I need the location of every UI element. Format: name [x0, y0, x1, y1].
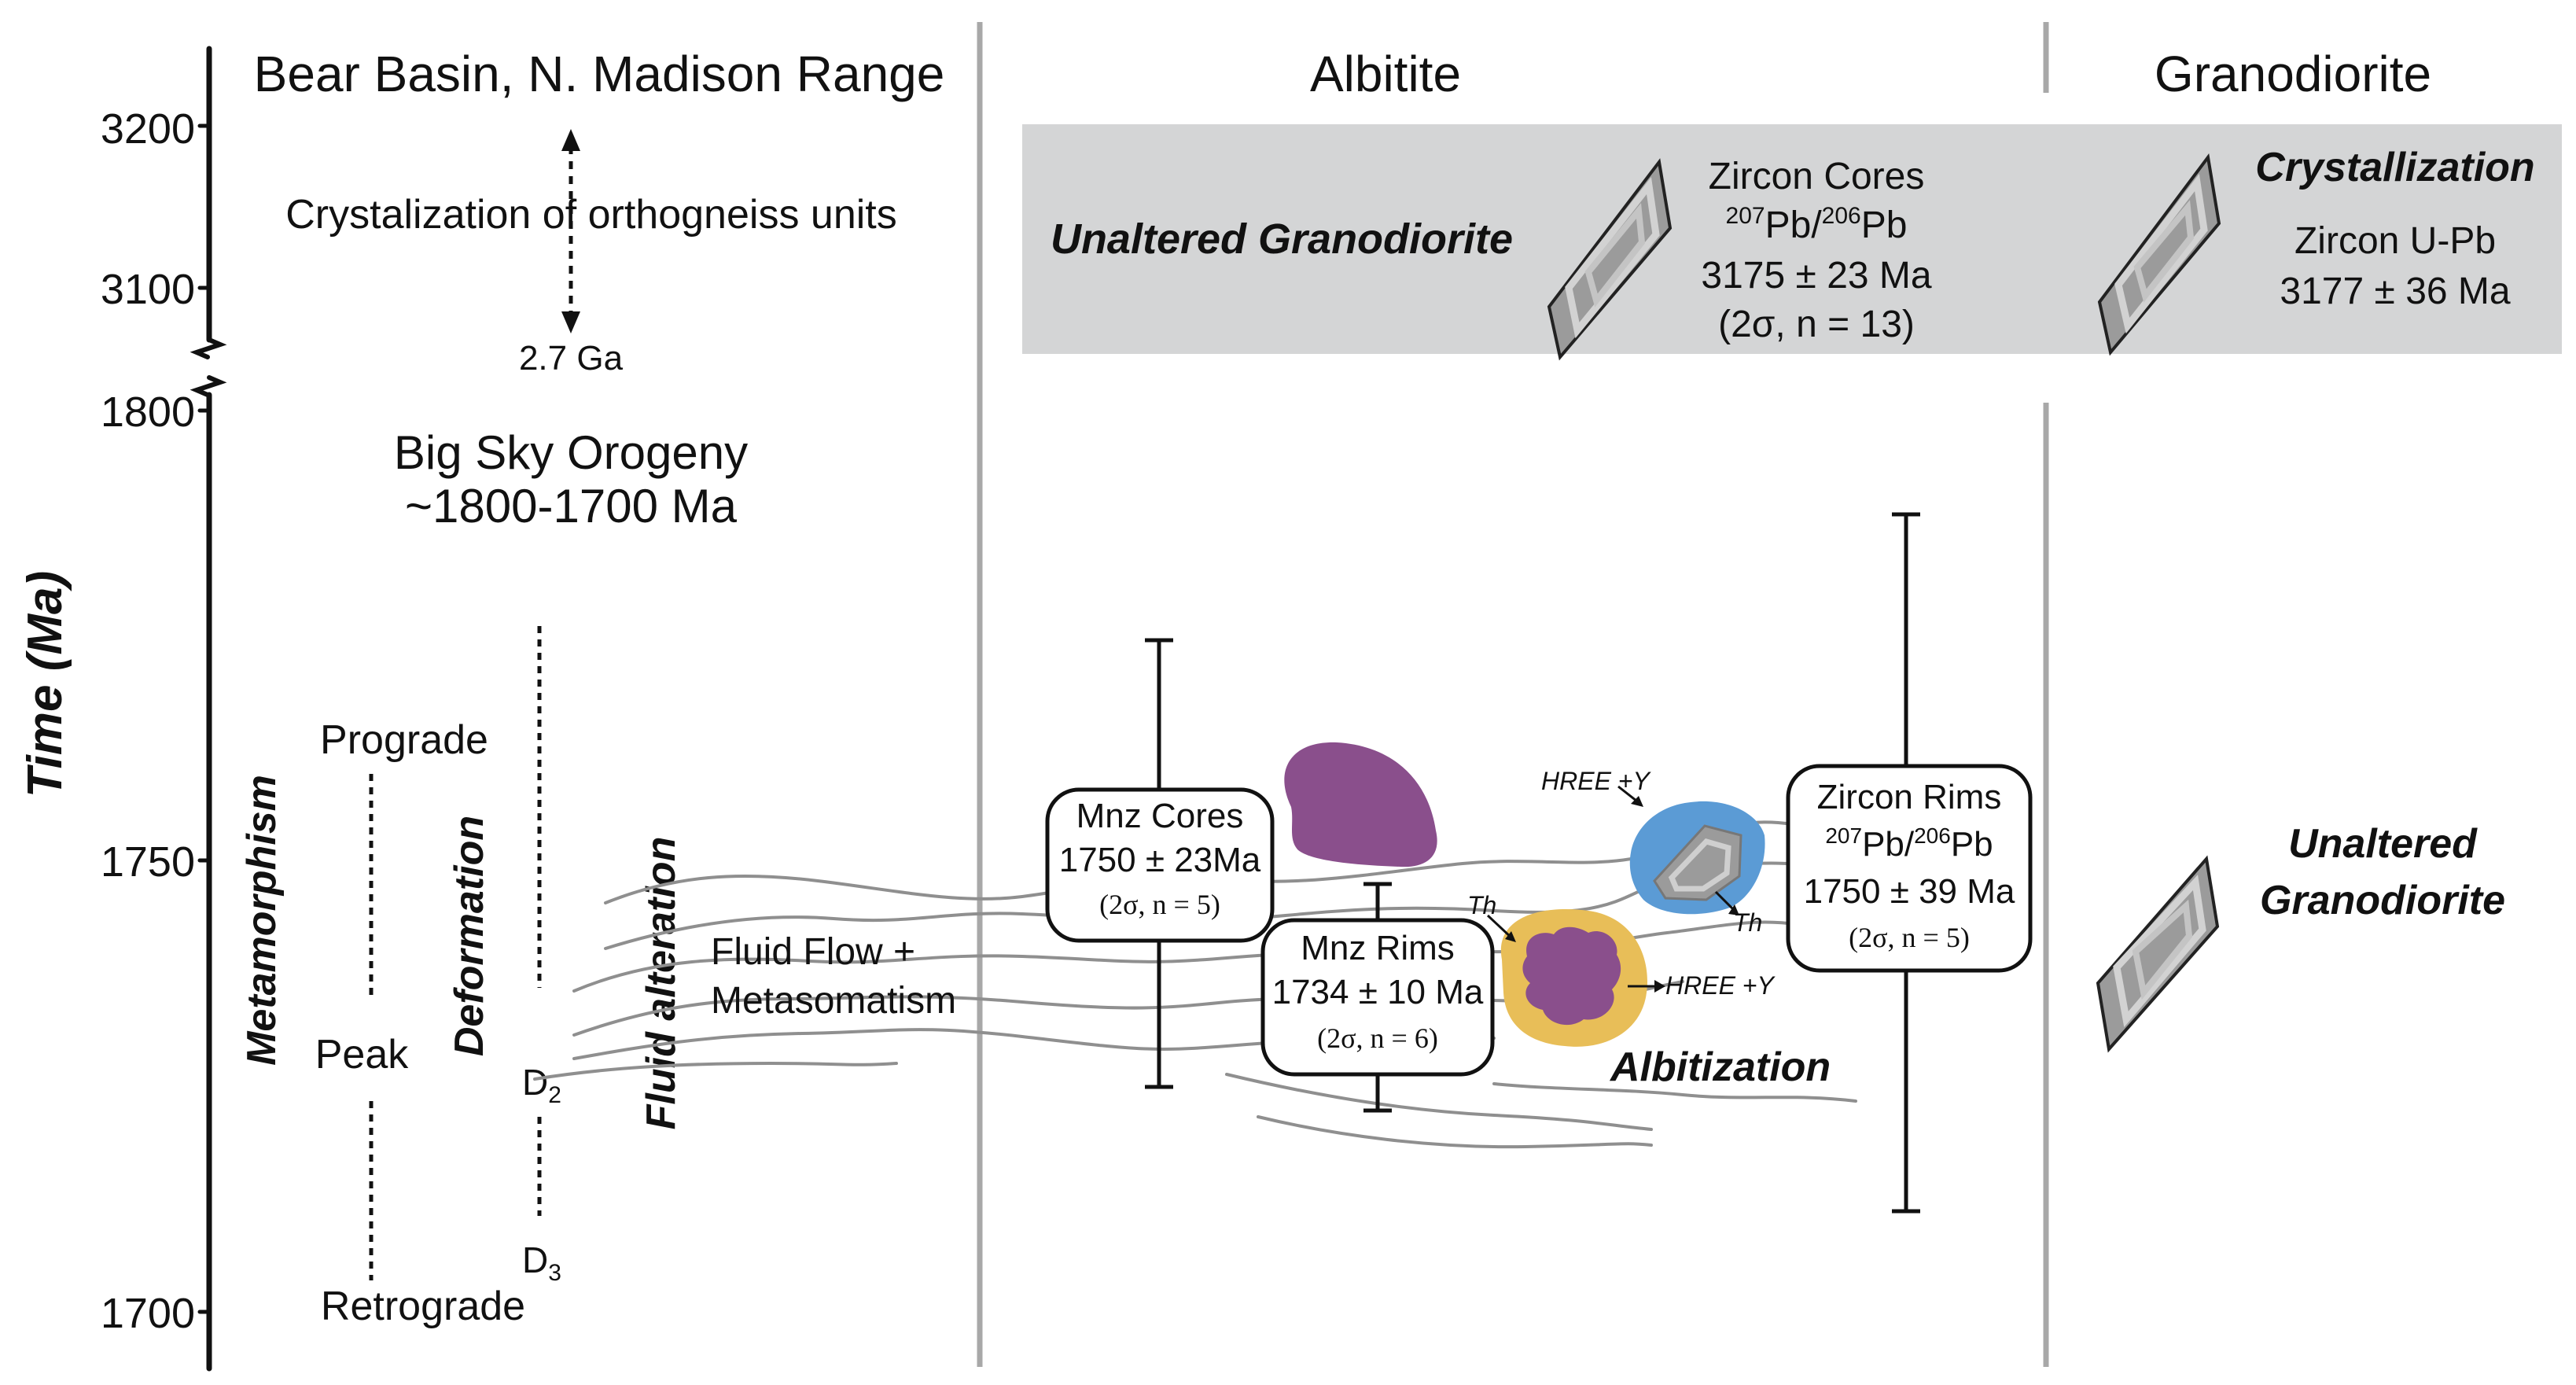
th-monazite-label: Th [1467, 891, 1496, 919]
fluid-flow-label: Fluid Flow + [711, 931, 915, 973]
crystallization-orthogneiss: Crystalization of orthogneiss units [285, 192, 897, 238]
unaltered-label-right-2: Granodiorite [2260, 878, 2505, 923]
zircon-crystal-icon-granodiorite [2097, 153, 2221, 356]
zircon-cores-title: Zircon Cores [1709, 156, 1925, 197]
altered-zircon-icon [1629, 801, 1765, 915]
crystallization-label: Crystallization [2255, 145, 2534, 190]
time-axis [190, 46, 227, 1372]
arrow-down-icon [561, 311, 580, 333]
tick-3100: 3100 [101, 266, 195, 313]
annotation-arrowheads [1505, 796, 1739, 993]
column-title-right: Granodiorite [2155, 46, 2431, 102]
zircon-cores-isotope: 207Pb/206Pb [1726, 203, 1908, 246]
hree-y-monazite-label: HREE +Y [1665, 971, 1776, 1000]
mnz-cores-age: 1750 ± 23Ma [1059, 841, 1261, 879]
zircon-cores-age: 3175 ± 23 Ma [1701, 255, 1932, 297]
mnz-cores-stats: (2σ, n = 5) [1099, 889, 1220, 920]
zircon-cores-stats: (2σ, n = 13) [1718, 304, 1915, 345]
zircon-rims-age: 1750 ± 39 Ma [1804, 872, 2015, 911]
altered-monazite-icon [1500, 909, 1648, 1047]
archean-band [1022, 124, 2562, 354]
unaltered-granodiorite-band-label: Unaltered Granodiorite [1051, 215, 1513, 263]
d2-label: D2 [522, 1062, 561, 1108]
monazite-grain-icon [1284, 742, 1437, 867]
zircon-rims-title: Zircon Rims [1817, 778, 2002, 816]
albitization-label: Albitization [1609, 1044, 1831, 1090]
zircon-upb-label: Zircon U-Pb [2294, 220, 2496, 262]
metamorphism-label: Metamorphism [239, 775, 285, 1066]
axis-label: Time (Ma) [18, 571, 72, 797]
mnz-cores-box: Mnz Cores 1750 ± 23Ma (2σ, n = 5) [1045, 787, 1275, 943]
metasomatism-label: Metasomatism [711, 980, 956, 1022]
column-title-left: Bear Basin, N. Madison Range [254, 46, 945, 102]
column-title-middle: Albitite [1310, 46, 1461, 102]
tick-1750: 1750 [101, 838, 195, 886]
peak-label: Peak [315, 1032, 410, 1077]
tick-1700: 1700 [101, 1290, 195, 1337]
deformation-label: Deformation [447, 816, 492, 1056]
mnz-rims-box: Mnz Rims 1734 ± 10 Ma (2σ, n = 6) [1260, 918, 1495, 1077]
tick-3200: 3200 [101, 105, 195, 153]
orogeny-range: ~1800-1700 Ma [405, 480, 738, 532]
zircon-upb-age: 3177 ± 36 Ma [2280, 271, 2511, 312]
ga-label: 2.7 Ga [519, 339, 624, 378]
mnz-rims-title: Mnz Rims [1301, 929, 1455, 967]
retrograde-label: Retrograde [321, 1284, 525, 1329]
orogeny-title: Big Sky Orogeny [394, 426, 748, 479]
zircon-crystal-icon-unaltered [2096, 855, 2220, 1053]
mnz-cores-title: Mnz Cores [1076, 797, 1244, 835]
tick-1800: 1800 [101, 389, 195, 436]
unaltered-label-right-1: Unaltered [2288, 821, 2478, 867]
prograde-label: Prograde [320, 717, 488, 763]
mnz-rims-age: 1734 ± 10 Ma [1272, 973, 1484, 1011]
zircon-crystal-icon-cores [1547, 158, 1673, 361]
zircon-rims-stats: (2σ, n = 5) [1849, 922, 1970, 953]
th-zircon-label: Th [1733, 908, 1762, 937]
zircon-rims-isotope: 207Pb/206Pb [1825, 823, 1993, 864]
zircon-rims-box: Zircon Rims 207Pb/206Pb 1750 ± 39 Ma (2σ… [1786, 764, 2033, 973]
mnz-rims-stats: (2σ, n = 6) [1317, 1022, 1438, 1054]
arrow-up-icon [561, 129, 580, 151]
hree-y-top-label: HREE +Y [1541, 767, 1651, 795]
d3-label: D3 [522, 1240, 561, 1286]
